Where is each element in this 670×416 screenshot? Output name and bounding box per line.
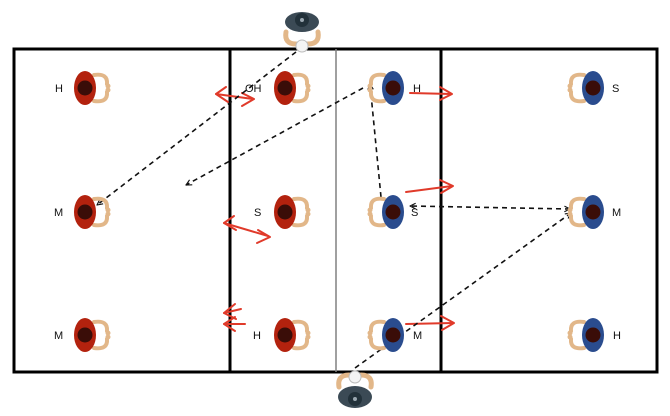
player[interactable]: S bbox=[567, 71, 620, 105]
player-top-view-icon bbox=[274, 195, 311, 229]
movement-arrow bbox=[223, 222, 269, 237]
ball-path bbox=[410, 206, 570, 209]
player-role-label: S bbox=[254, 207, 261, 219]
player-top-view-icon bbox=[567, 195, 604, 229]
movement-arrow bbox=[241, 92, 255, 107]
player[interactable]: H bbox=[55, 71, 111, 105]
movement-arrow bbox=[405, 322, 454, 325]
movement-arrow bbox=[256, 229, 271, 244]
movement-arrow bbox=[409, 92, 452, 95]
player-top-view-icon bbox=[367, 195, 404, 229]
player[interactable]: H bbox=[367, 71, 422, 105]
player-top-view-icon bbox=[567, 71, 604, 105]
coach-bottom[interactable] bbox=[336, 370, 374, 408]
player-role-label: S bbox=[411, 207, 418, 219]
movement-arrow bbox=[223, 308, 242, 314]
player-role-label: M bbox=[612, 207, 621, 219]
movement-arrow bbox=[439, 86, 453, 101]
coach-top[interactable] bbox=[283, 12, 321, 53]
player[interactable]: M bbox=[567, 195, 622, 229]
team-b-players: H S M bbox=[367, 71, 622, 352]
movement-arrow bbox=[440, 315, 455, 331]
court-lines bbox=[12, 47, 659, 374]
player-top-view-icon bbox=[367, 318, 404, 352]
movement-arrows bbox=[215, 86, 455, 332]
player-role-label: M bbox=[54, 330, 63, 342]
player-top-view-icon bbox=[274, 71, 311, 105]
player-top-view-icon bbox=[74, 195, 111, 229]
player-role-label: H bbox=[613, 330, 621, 342]
ball-paths bbox=[97, 51, 571, 369]
player-role-label: H bbox=[55, 83, 63, 95]
movement-arrow bbox=[439, 179, 454, 194]
player-top-view-icon bbox=[567, 318, 604, 352]
player-role-label: H bbox=[253, 330, 261, 342]
player[interactable]: H bbox=[567, 318, 622, 352]
movement-arrow bbox=[405, 185, 453, 193]
player-role-label: OH bbox=[245, 83, 262, 95]
player-top-view-icon bbox=[74, 318, 111, 352]
movement-arrow bbox=[223, 316, 236, 332]
player-role-label: H bbox=[413, 83, 421, 95]
player[interactable]: M bbox=[54, 195, 111, 229]
player-role-label: M bbox=[54, 207, 63, 219]
player[interactable]: S bbox=[254, 195, 311, 229]
player-top-view-icon bbox=[74, 71, 111, 105]
player-top-view-icon bbox=[274, 318, 311, 352]
ball-path bbox=[186, 87, 364, 186]
player[interactable]: OH bbox=[245, 71, 311, 105]
movement-arrow bbox=[215, 93, 254, 100]
player-role-label: M bbox=[413, 330, 422, 342]
ball-path bbox=[97, 51, 297, 205]
player-role-label: S bbox=[612, 83, 619, 95]
ball-path bbox=[370, 84, 382, 198]
player[interactable]: M bbox=[367, 318, 423, 352]
team-a-players: H M M bbox=[54, 71, 311, 352]
player[interactable]: M bbox=[54, 318, 111, 352]
player[interactable]: H bbox=[253, 318, 311, 352]
coach-with-ball-icon bbox=[336, 370, 374, 408]
player[interactable]: S bbox=[367, 195, 419, 229]
player-top-view-icon bbox=[367, 71, 404, 105]
coach-with-ball-icon bbox=[283, 12, 321, 53]
